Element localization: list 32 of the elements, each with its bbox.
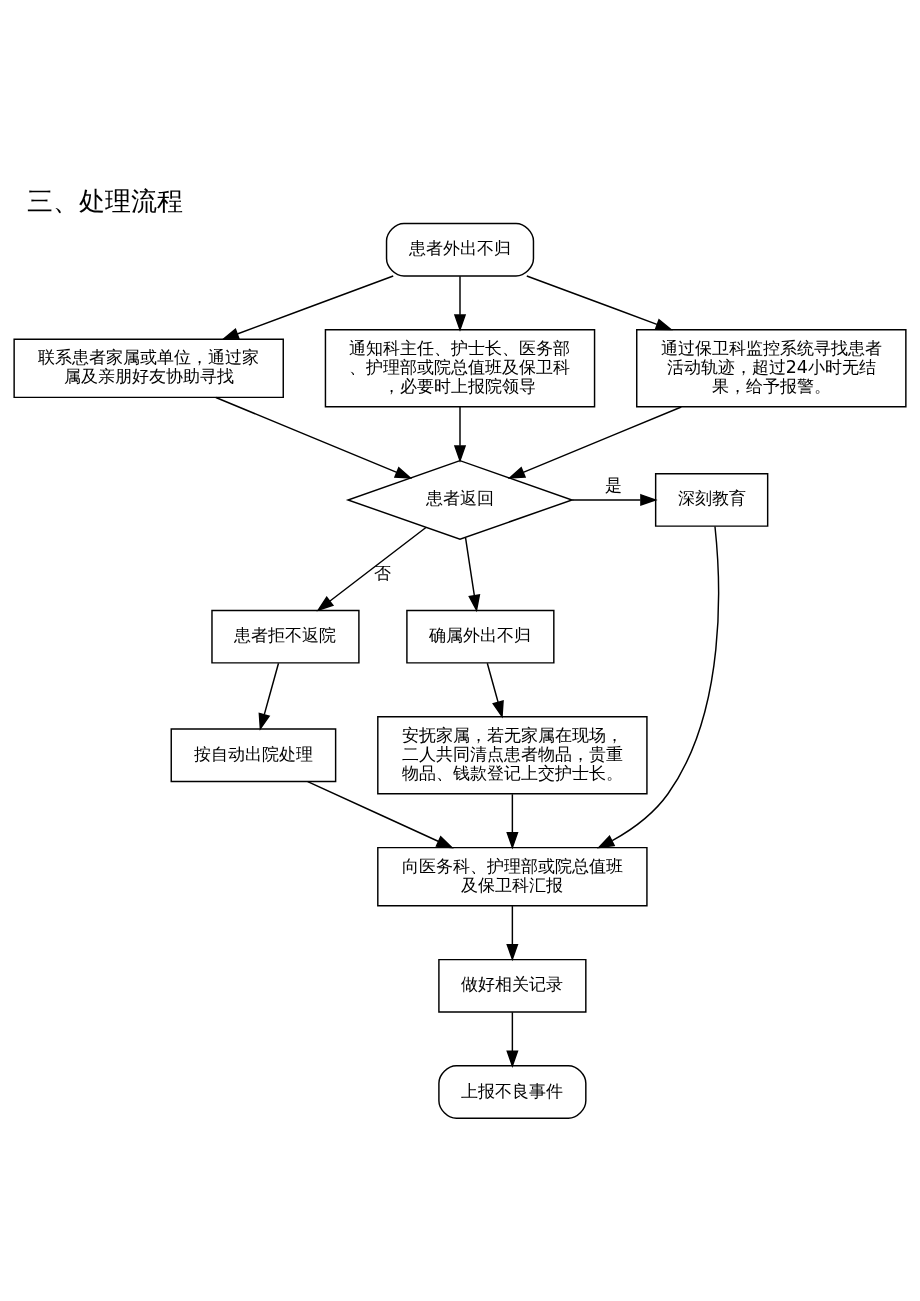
arrow (215, 396, 413, 479)
node-box: 确属外出不归 (406, 609, 555, 664)
node-box: 患者外出不归 (385, 222, 535, 277)
node-box: 通知科主任、护士长、医务部、护理部或院总值班及保卫科，必要时上报院领导 (324, 329, 596, 408)
arrow (526, 275, 673, 331)
arrow (571, 493, 658, 507)
arrow (506, 1011, 519, 1068)
arrow (486, 662, 504, 719)
arrow (453, 406, 467, 463)
arrow (453, 275, 467, 332)
node-box: 安抚家属，若无家属在现场，二人共同清点患者物品，贵重物品、钱款登记上交护士长。 (377, 715, 648, 795)
arrow (507, 406, 682, 479)
node-box: 做好相关记录 (438, 958, 587, 1013)
edge-label: 否 (373, 563, 391, 584)
arrow (464, 537, 481, 613)
arrow (307, 780, 454, 849)
diagram-title: 三、处理流程 (27, 185, 184, 216)
arrow (596, 525, 720, 849)
edge-label: 是 (605, 474, 623, 495)
arrow (506, 793, 519, 850)
node-box: 患者拒不返院 (211, 609, 360, 664)
node-box: 向医务科、护理部或院总值班及保卫科汇报 (377, 846, 648, 907)
arrow (221, 275, 394, 340)
node-box: 通过保卫科监控系统寻找患者活动轨迹，超过24小时无结果，给予报警。 (636, 329, 907, 408)
node-box: 按自动出院处理 (170, 728, 337, 783)
node-box: 上报不良事件 (438, 1065, 587, 1119)
node-diamond: 患者返回 (345, 459, 575, 540)
arrow (258, 662, 280, 731)
arrow (506, 905, 519, 962)
arrow (316, 526, 427, 612)
node-box: 深刻教育 (654, 473, 769, 527)
node-box: 联系患者家属或单位，通过家属及亲朋好友协助寻找 (13, 338, 284, 399)
